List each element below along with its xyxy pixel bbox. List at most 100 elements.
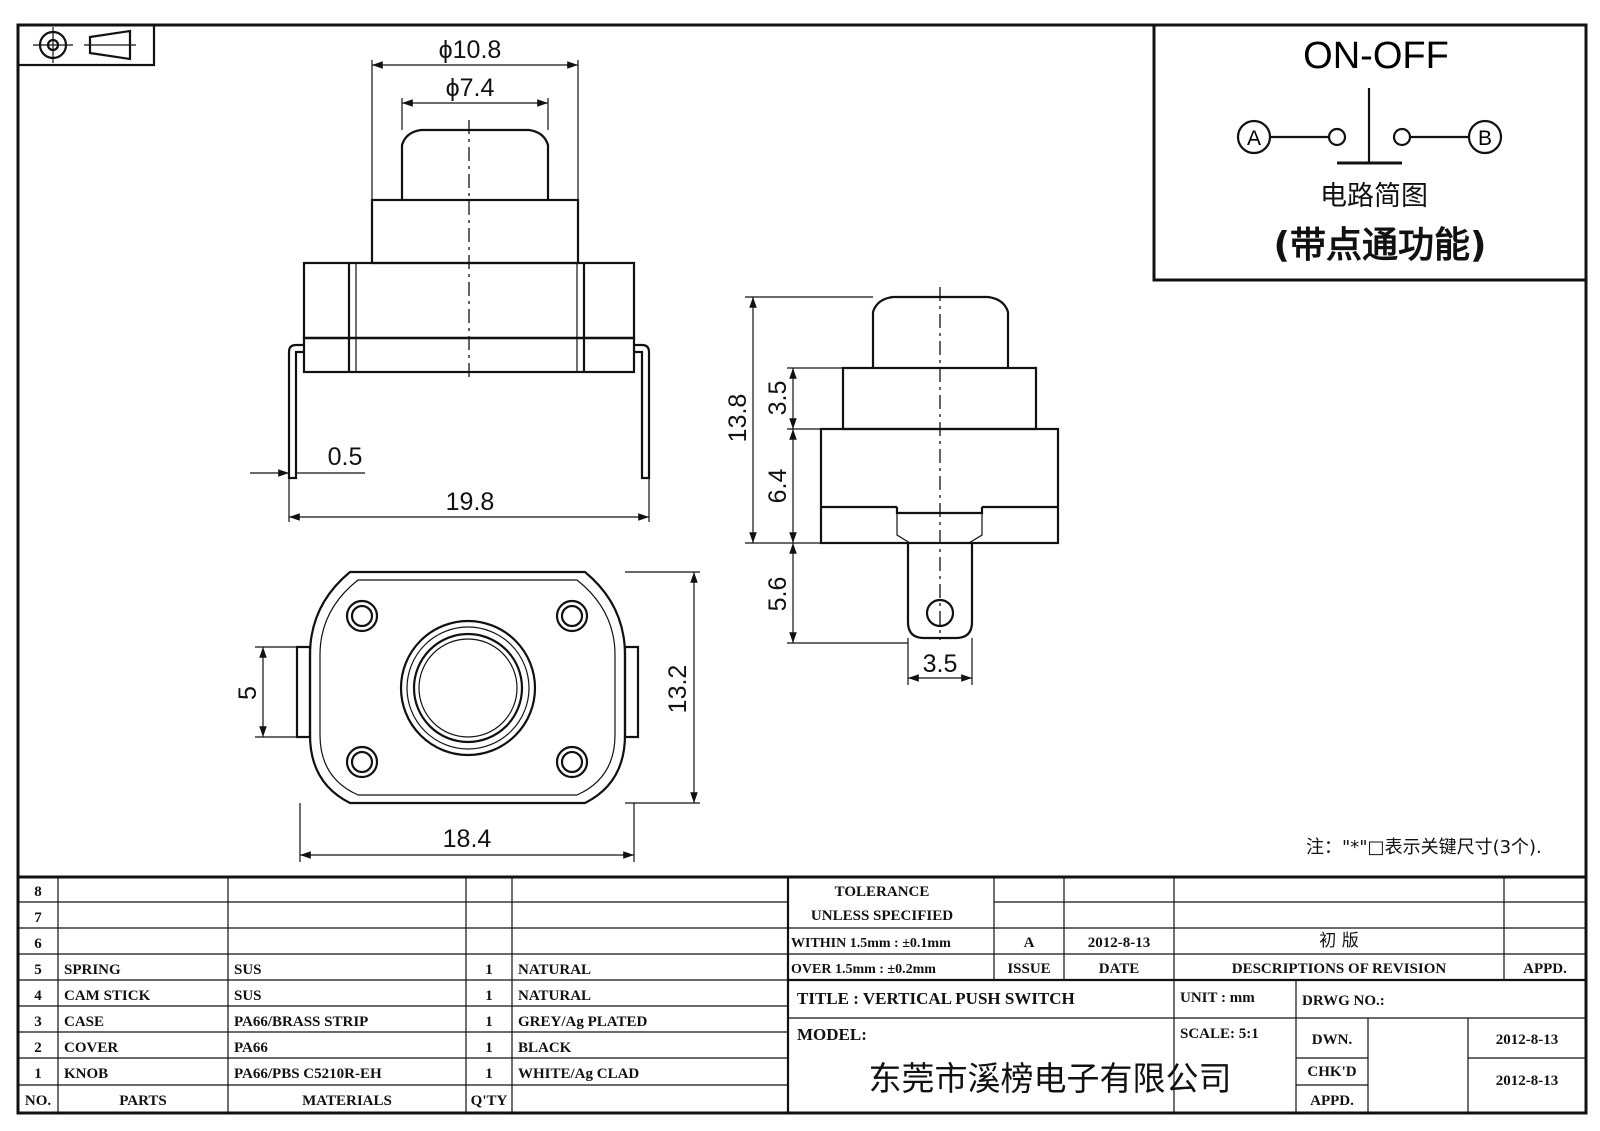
front-collar (370, 198, 580, 265)
header-materials: MATERIALS (302, 1093, 392, 1109)
row-material: SUS (234, 988, 262, 1004)
top-dimensions: 5 13.2 18.4 (234, 571, 700, 862)
revision-issue: A (1024, 935, 1035, 951)
row-part: CASE (64, 1014, 104, 1030)
table-row: 1 KNOB PA66/PBS C5210R-EH 1 WHITE/Ag CLA… (34, 1066, 639, 1082)
dim-pin-thickness: 0.5 (328, 443, 363, 471)
row-no: 8 (34, 884, 42, 900)
tolerance-within: WITHIN 1.5mm : ±0.1mm (791, 936, 951, 951)
row-qty: 1 (485, 988, 493, 1004)
row-qty: 1 (485, 1014, 493, 1030)
row-finish: NATURAL (518, 962, 591, 978)
company-name: 东莞市溪榜电子有限公司 (869, 1059, 1232, 1098)
front-pin-right (634, 343, 651, 480)
row-finish: NATURAL (518, 988, 591, 1004)
table-row: 3 CASE PA66/BRASS STRIP 1 GREY/Ag PLATED (34, 1014, 647, 1030)
revision-grid (788, 877, 1586, 1113)
tolerance-block: TOLERANCE UNLESS SPECIFIED WITHIN 1.5mm … (791, 884, 953, 977)
row-no: 5 (34, 962, 42, 978)
row-no: 2 (34, 1040, 42, 1056)
terminal-b-circle (1467, 119, 1503, 155)
terminal-a-label: A (1247, 127, 1261, 150)
tolerance-over: OVER 1.5mm : ±0.2mm (791, 962, 936, 977)
contact-right (1392, 127, 1412, 147)
dim-base-depth: 13.2 (664, 665, 692, 714)
dim-body-height: 6.4 (764, 469, 792, 504)
col-appd: APPD. (1523, 961, 1567, 977)
table-row: 7 (34, 910, 42, 926)
front-pin-left (287, 343, 304, 480)
row-no: 6 (34, 936, 42, 952)
dim-pin-width: 3.5 (923, 650, 958, 678)
chkd-date: 2012-8-13 (1496, 1073, 1559, 1089)
row-material: SUS (234, 962, 262, 978)
table-row: 5 SPRING SUS 1 NATURAL (34, 962, 591, 978)
side-view (819, 287, 1060, 640)
parts-table: 8 7 6 5 SPRING SUS 1 NATURAL 4 CAM STICK… (25, 884, 648, 1109)
contact-left (1327, 127, 1347, 147)
schematic-box (1152, 23, 1588, 282)
header-parts: PARTS (119, 1093, 167, 1109)
col-description: DESCRIPTIONS OF REVISION (1232, 961, 1447, 977)
dim-inner-diameter: ϕ7.4 (446, 74, 495, 102)
top-pin-right (623, 645, 640, 739)
dwn-label: DWN. (1312, 1032, 1353, 1048)
col-date: DATE (1099, 961, 1140, 977)
row-qty: 1 (485, 1040, 493, 1056)
top-knob (412, 632, 524, 744)
row-qty: 1 (485, 1066, 493, 1082)
unit-label: UNIT : mm (1180, 990, 1255, 1006)
row-material: PA66/PBS C5210R-EH (234, 1066, 382, 1082)
front-view (287, 120, 651, 480)
row-material: PA66/BRASS STRIP (234, 1014, 368, 1030)
row-qty: 1 (485, 962, 493, 978)
row-material: PA66 (234, 1040, 268, 1056)
header-no: NO. (25, 1093, 52, 1109)
top-pin-left (295, 645, 312, 739)
model-label: MODEL: (797, 1025, 867, 1044)
drawing-title: TITLE : VERTICAL PUSH SWITCH (797, 989, 1075, 1008)
row-part: KNOB (64, 1066, 108, 1082)
key-dimension-footnote: 注："*"□表示关键尺寸(3个). (1306, 837, 1542, 858)
top-outline-inner (319, 579, 616, 796)
revision-block: A 2012-8-13 初 版 ISSUE DATE DESCRIPTIONS … (1007, 931, 1567, 977)
mounting-holes (345, 599, 589, 779)
table-header: NO. PARTS MATERIALS Q'TY (25, 1093, 508, 1109)
dim-total-height: 13.8 (724, 394, 752, 443)
top-view (295, 570, 640, 805)
dim-outer-diameter: ϕ10.8 (439, 36, 502, 64)
projection-symbol (16, 23, 156, 67)
title-info: TITLE : VERTICAL PUSH SWITCH MODEL: UNIT… (797, 989, 1558, 1109)
row-part: CAM STICK (64, 988, 151, 1004)
revision-date: 2012-8-13 (1088, 935, 1151, 951)
schematic-caption: 电路简图 (1320, 181, 1428, 212)
row-part: COVER (64, 1040, 118, 1056)
tolerance-line2: UNLESS SPECIFIED (811, 908, 953, 924)
col-issue: ISSUE (1007, 961, 1050, 977)
front-knob (400, 128, 550, 200)
row-no: 1 (34, 1066, 42, 1082)
tolerance-line1: TOLERANCE (835, 884, 930, 900)
revision-description: 初 版 (1319, 931, 1358, 951)
row-no: 3 (34, 1014, 42, 1030)
dim-pin-length: 5.6 (764, 577, 792, 612)
pin-hole (925, 598, 955, 628)
title-block: 8 7 6 5 SPRING SUS 1 NATURAL 4 CAM STICK… (18, 875, 1586, 1113)
circuit-schematic: ON-OFF A B 电路简图 (带点通功能) (1152, 23, 1588, 282)
dim-cap-height: 3.5 (764, 381, 792, 416)
row-no: 4 (34, 988, 42, 1004)
row-part: SPRING (64, 962, 121, 978)
top-knob-ring (399, 619, 537, 757)
top-outline-outer (308, 570, 627, 805)
table-row: 2 COVER PA66 1 BLACK (34, 1040, 571, 1056)
row-finish: BLACK (518, 1040, 572, 1056)
drwg-no-label: DRWG NO.: (1302, 993, 1385, 1009)
table-row: 4 CAM STICK SUS 1 NATURAL (34, 988, 591, 1004)
header-qty: Q'TY (471, 1093, 508, 1109)
row-no: 7 (34, 910, 42, 926)
dim-slot-width: 5 (234, 686, 262, 700)
schematic-note: (带点通功能) (1274, 225, 1487, 266)
parts-table-grid (18, 877, 790, 1113)
dim-overall-width: 19.8 (446, 488, 495, 516)
